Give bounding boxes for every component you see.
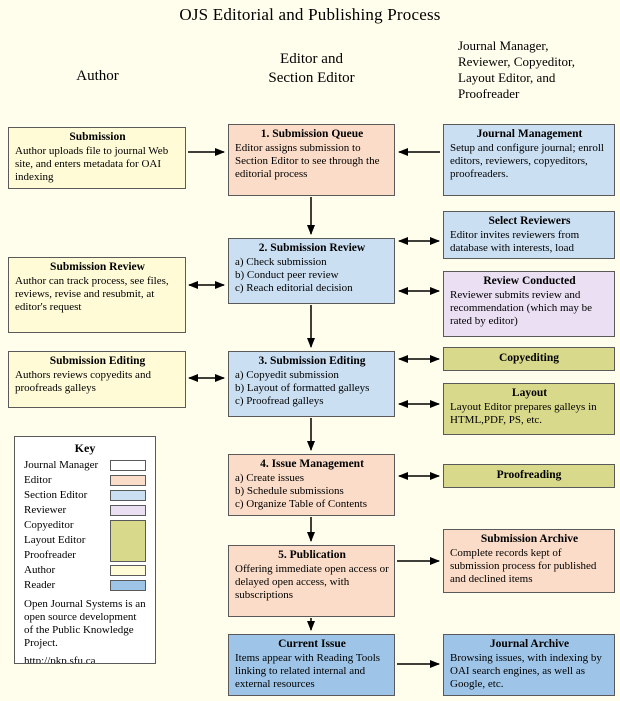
key-label: Journal Manager bbox=[24, 459, 99, 472]
box-select-reviewers: Select Reviewers Editor invites reviewer… bbox=[443, 211, 615, 259]
key-legend: Key Journal Manager Editor Section Edito… bbox=[14, 436, 156, 664]
box-submission-editing: 3. Submission Editing a) Copyedit submis… bbox=[228, 351, 395, 417]
key-item-editor: Editor bbox=[15, 473, 155, 488]
key-swatch-reader bbox=[110, 580, 146, 592]
box-body: a) Create issues b) Schedule submissions… bbox=[235, 471, 368, 510]
key-item-section-editor: Section Editor bbox=[15, 488, 155, 503]
box-author-submission-review: Submission Review Author can track proce… bbox=[8, 257, 186, 333]
box-body: Editor invites reviewers from database w… bbox=[450, 228, 580, 254]
column-header-author: Author bbox=[76, 68, 119, 84]
box-title: Proofreading bbox=[496, 469, 562, 482]
box-title: Review Conducted bbox=[483, 275, 576, 287]
key-label: Reader bbox=[24, 579, 56, 592]
box-body: Author uploads file to journal Web site,… bbox=[15, 144, 169, 183]
box-body: a) Copyedit submission b) Layout of form… bbox=[235, 368, 370, 407]
box-body: Setup and configure journal; enroll edit… bbox=[450, 141, 604, 180]
box-title: Submission Archive bbox=[480, 533, 579, 545]
box-title: 3. Submission Editing bbox=[258, 355, 366, 367]
box-copyediting: Copyediting bbox=[443, 347, 615, 371]
box-title: Journal Archive bbox=[489, 638, 570, 650]
box-body: Layout Editor prepares galleys in HTML,P… bbox=[450, 400, 597, 426]
column-header-editor: Editor and Section Editor bbox=[268, 51, 355, 86]
key-label: Section Editor bbox=[24, 489, 88, 502]
key-label: Author bbox=[24, 564, 56, 577]
box-current-issue: Current Issue Items appear with Reading … bbox=[228, 634, 395, 696]
box-body: Editor assigns submission to Section Edi… bbox=[235, 141, 380, 180]
box-title: Submission Editing bbox=[49, 355, 146, 367]
key-item-author: Author bbox=[15, 563, 155, 578]
box-title: 2. Submission Review bbox=[258, 242, 366, 254]
key-item-journal-manager: Journal Manager bbox=[15, 458, 155, 473]
box-issue-management: 4. Issue Management a) Create issues b) … bbox=[228, 454, 395, 516]
box-submission-archive: Submission Archive Complete records kept… bbox=[443, 529, 615, 593]
box-submission-review: 2. Submission Review a) Check submission… bbox=[228, 238, 395, 304]
box-title: Submission bbox=[69, 131, 126, 143]
box-body: Authors reviews copyedits and proofreads… bbox=[15, 368, 151, 394]
key-label: Reviewer bbox=[24, 504, 67, 517]
box-title: Select Reviewers bbox=[488, 215, 571, 227]
key-swatch-author bbox=[110, 565, 146, 577]
box-author-submission-editing: Submission Editing Authors reviews copye… bbox=[8, 351, 186, 408]
key-group-labels: Copyeditor Layout Editor Proofreader bbox=[24, 518, 85, 563]
box-journal-management: Journal Management Setup and configure j… bbox=[443, 124, 615, 196]
key-label: Proofreader bbox=[24, 549, 76, 562]
key-swatch-section-editor bbox=[110, 490, 146, 502]
box-review-conducted: Review Conducted Reviewer submits review… bbox=[443, 271, 615, 337]
box-body: Complete records kept of submission proc… bbox=[450, 546, 597, 585]
key-label: Copyeditor bbox=[24, 519, 74, 532]
box-layout: Layout Layout Editor prepares galleys in… bbox=[443, 383, 615, 435]
key-note: Open Journal Systems is an open source d… bbox=[24, 598, 146, 650]
box-body: Items appear with Reading Tools linking … bbox=[235, 651, 381, 690]
box-body: Author can track process, see files, rev… bbox=[15, 274, 169, 313]
box-title: Layout bbox=[511, 387, 548, 399]
box-title: Submission Review bbox=[50, 261, 145, 273]
box-title: 1. Submission Queue bbox=[260, 128, 364, 140]
key-swatch-editor bbox=[110, 475, 146, 487]
key-swatch-journal-manager bbox=[110, 460, 146, 472]
key-item-reader: Reader bbox=[15, 578, 155, 593]
box-body: a) Check submission b) Conduct peer revi… bbox=[235, 255, 353, 294]
key-url: http://pkp.sfu.ca bbox=[24, 655, 96, 664]
key-item-reviewer: Reviewer bbox=[15, 503, 155, 518]
key-label: Editor bbox=[24, 474, 52, 487]
column-header-staff: Journal Manager, Reviewer, Copyeditor, L… bbox=[458, 38, 576, 101]
box-body: Offering immediate open access or delaye… bbox=[235, 562, 389, 601]
box-title: Journal Management bbox=[476, 128, 583, 140]
key-swatch-production-roles bbox=[110, 519, 146, 562]
box-title: Current Issue bbox=[278, 638, 346, 650]
box-title: Copyediting bbox=[498, 352, 560, 365]
key-title: Key bbox=[74, 441, 96, 455]
box-submission-queue: 1. Submission Queue Editor assigns submi… bbox=[228, 124, 395, 196]
key-swatch-reviewer bbox=[110, 505, 146, 517]
box-title: 5. Publication bbox=[278, 549, 346, 561]
box-journal-archive: Journal Archive Browsing issues, with in… bbox=[443, 634, 615, 696]
box-body: Browsing issues, with indexing by OAI se… bbox=[450, 651, 602, 690]
key-item-production-roles: Copyeditor Layout Editor Proofreader bbox=[15, 518, 155, 563]
diagram-title: OJS Editorial and Publishing Process bbox=[179, 5, 441, 24]
box-body: Reviewer submits review and recommendati… bbox=[450, 288, 593, 327]
box-submission: Submission Author uploads file to journa… bbox=[8, 127, 186, 189]
box-publication: 5. Publication Offering immediate open a… bbox=[228, 545, 395, 617]
box-proofreading: Proofreading bbox=[443, 464, 615, 488]
key-label: Layout Editor bbox=[24, 534, 86, 547]
box-title: 4. Issue Management bbox=[260, 458, 364, 470]
